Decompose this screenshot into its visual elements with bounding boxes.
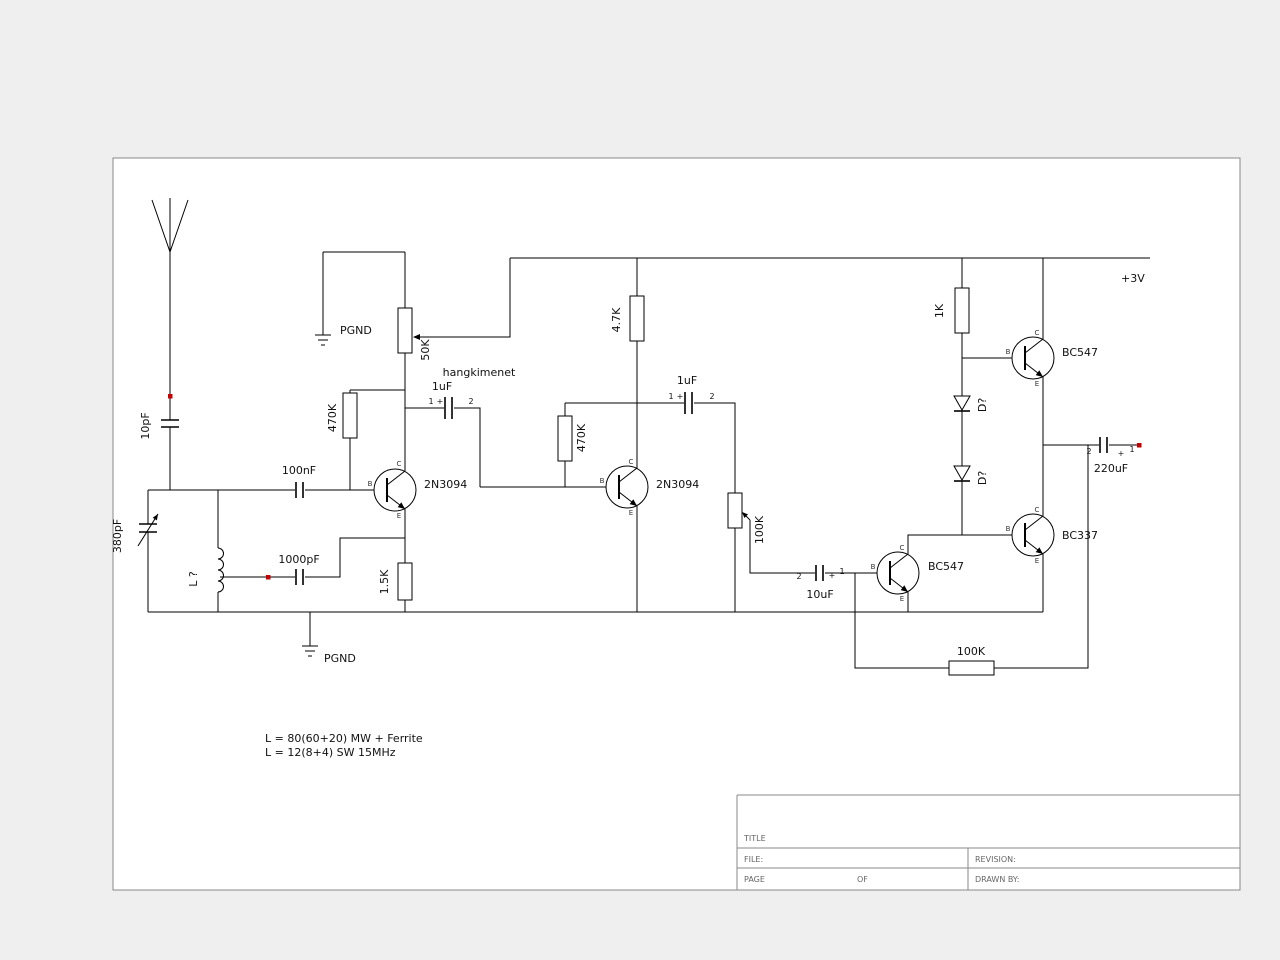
cap-1uF-1-value: 1uF: [432, 380, 452, 393]
cap-10pF-value: 10pF: [139, 412, 152, 439]
transistor-q2-2N3094: C B E 2N3094: [600, 458, 700, 517]
note-line1: L = 80(60+20) MW + Ferrite: [265, 732, 423, 745]
diode-d1: D?: [953, 395, 989, 412]
q3-part-label: BC547: [928, 560, 964, 573]
cap-220uF-pin2: 2: [1086, 447, 1091, 456]
q3-pin-c-label: C: [900, 544, 905, 552]
title-block-revision: REVISION:: [975, 855, 1016, 864]
resistor-4.7K-value: 4.7K: [610, 307, 623, 332]
transistor-q5-BC337: C B E BC337: [1006, 506, 1098, 565]
ground-symbol-top: PGND: [315, 324, 372, 346]
title-block-of: OF: [857, 875, 868, 884]
resistor-470K-2: 470K: [557, 415, 588, 462]
net-hangkimenet-label: hangkimenet: [443, 366, 516, 379]
cap-10uF-pin2: 2: [796, 572, 801, 581]
cap-220uF-plus: +: [1118, 449, 1125, 458]
q2-part-label: 2N3094: [656, 478, 699, 491]
cap-10uF-plus: +: [829, 571, 836, 580]
diode-d1-label: D?: [976, 398, 989, 412]
transistor-q1-2N3094: C B E 2N3094: [368, 460, 468, 520]
cap-1uF-2: 1uF 1 + 2: [668, 374, 715, 414]
cap-10uF: 10uF 2 + 1: [796, 565, 845, 601]
varcap-380pF: 380pF: [111, 513, 159, 553]
pin-marker-output: [1137, 443, 1142, 448]
q5-part-label: BC337: [1062, 529, 1098, 542]
resistor-100K-feedback-value: 100K: [957, 645, 986, 658]
inductor-L: L ?: [187, 547, 224, 593]
pot-100K: 100K: [727, 492, 766, 544]
q1-pin-c-label: C: [397, 460, 402, 468]
pin-marker-antenna: [168, 394, 173, 399]
notes: L = 80(60+20) MW + Ferrite L = 12(8+4) S…: [265, 732, 423, 759]
cap-220uF-value: 220uF: [1094, 462, 1128, 475]
inductor-L-value: L ?: [187, 571, 200, 587]
transistor-q3-BC547: C B E BC547: [871, 544, 964, 603]
cap-1uF-2-value: 1uF: [677, 374, 697, 387]
title-block-page: PAGE: [744, 875, 765, 884]
q5-pin-c-label: C: [1035, 506, 1040, 514]
resistor-470K-1: 470K: [326, 392, 358, 439]
resistor-1K: 1K: [933, 287, 970, 334]
cap-1000pF-value: 1000pF: [278, 553, 319, 566]
pot-100K-value: 100K: [753, 515, 766, 544]
cap-1uF-2-plus: +: [677, 392, 684, 401]
q3-pin-b-label: B: [871, 563, 876, 571]
pin-marker-regen: [266, 575, 271, 580]
q1-pin-b-label: B: [368, 480, 373, 488]
cap-1000pF: 1000pF: [278, 553, 320, 585]
cap-220uF-pin1: 1: [1129, 445, 1134, 454]
resistor-1K-value: 1K: [933, 303, 946, 318]
q5-pin-b-label: B: [1006, 525, 1011, 533]
cap-10uF-value: 10uF: [806, 588, 833, 601]
resistor-1.5K: 1.5K: [378, 562, 413, 601]
pot-50K: 50K: [397, 307, 432, 361]
power-rail-label: +3V: [1121, 272, 1145, 285]
q1-part-label: 2N3094: [424, 478, 467, 491]
cap-1uF-2-pin2: 2: [709, 392, 714, 401]
resistor-1.5K-value: 1.5K: [378, 569, 391, 594]
cap-220uF: 220uF 2 + 1: [1086, 437, 1135, 475]
q4-pin-c-label: C: [1035, 329, 1040, 337]
note-line2: L = 12(8+4) SW 15MHz: [265, 746, 396, 759]
cap-1uF-1-pin2: 2: [468, 397, 473, 406]
cap-10uF-pin1: 1: [839, 567, 844, 576]
cap-1uF-1: hangkimenet 1uF 1 + 2: [428, 366, 516, 419]
sheet: [112, 157, 1241, 891]
title-block-drawn-by: DRAWN BY:: [975, 875, 1019, 884]
resistor-4.7K: 4.7K: [610, 295, 645, 342]
diode-d2-label: D?: [976, 471, 989, 485]
transistor-q4-BC547: C B E BC547: [1006, 329, 1098, 388]
pgnd-bottom-label: PGND: [324, 652, 356, 665]
cap-1uF-1-pin1: 1: [428, 397, 433, 406]
ground-symbol-bottom: PGND: [302, 645, 356, 665]
cap-1uF-2-pin1: 1: [668, 392, 673, 401]
q1-pin-e-label: E: [397, 512, 401, 520]
resistor-470K-1-value: 470K: [326, 403, 339, 432]
q5-pin-e-label: E: [1035, 557, 1039, 565]
q2-pin-b-label: B: [600, 477, 605, 485]
diode-d2: D?: [953, 465, 989, 485]
wires: [147, 251, 1150, 669]
cap-100nF: 100nF: [282, 464, 316, 498]
cap-10pF: 10pF: [139, 412, 179, 440]
q4-pin-b-label: B: [1006, 348, 1011, 356]
q3-pin-e-label: E: [900, 595, 904, 603]
title-block-file: FILE:: [744, 855, 763, 864]
q4-part-label: BC547: [1062, 346, 1098, 359]
title-block: TITLE FILE: REVISION: PAGE OF DRAWN BY:: [736, 794, 1240, 890]
q2-pin-e-label: E: [629, 509, 633, 517]
resistor-470K-2-value: 470K: [575, 423, 588, 452]
pgnd-top-label: PGND: [340, 324, 372, 337]
pot-50K-value: 50K: [419, 339, 432, 361]
q2-pin-c-label: C: [629, 458, 634, 466]
cap-100nF-value: 100nF: [282, 464, 316, 477]
varcap-380pF-value: 380pF: [111, 519, 124, 553]
resistor-100K-feedback: 100K: [948, 645, 995, 676]
antenna: [151, 198, 189, 253]
q4-pin-e-label: E: [1035, 380, 1039, 388]
title-block-title: TITLE: [743, 834, 766, 843]
cap-1uF-1-plus: +: [437, 397, 444, 406]
